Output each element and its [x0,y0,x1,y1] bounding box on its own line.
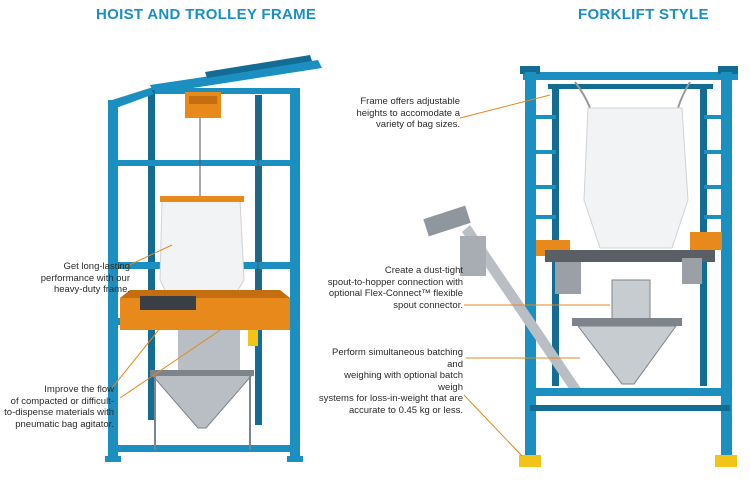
frame-rung [536,115,556,119]
leader-line [111,321,166,389]
discharge-plate [545,250,715,262]
frame-crossbar-base [530,405,730,411]
callout-adjustable-frame: Frame offers adjustable heights to accom… [356,96,460,131]
frame-foot [105,456,121,462]
frame-post-left-back [552,86,559,386]
frame-post-left-front [108,100,118,460]
callout-batch-weigh: Perform simultaneous batching and weighi… [318,347,463,416]
flexible-screw-conveyor [462,225,582,396]
frame-rung [704,185,722,189]
bag-strap [677,81,691,109]
leader-line [119,317,239,399]
hopper-rim [572,318,682,326]
frame-rung [536,150,556,154]
bag-support-bar [690,232,722,250]
frame-crossbar [110,160,300,166]
control-panel [682,258,702,284]
frame-top-bar [523,72,738,80]
frame-rung [704,150,722,154]
hopper-cylinder [178,330,240,372]
leader-line [124,244,173,268]
frame-rung [704,215,722,219]
hopper-cone [150,374,254,429]
hoist-trolley-detail [189,96,217,104]
frame-crossbar-base [110,445,300,452]
bulk-bag [159,199,245,301]
control-box [248,330,258,346]
post-cap [718,66,738,74]
hopper-rim [150,370,254,376]
leader-line [463,394,523,457]
top-rail-beam [150,60,322,94]
conveyor-inlet [460,236,486,276]
leader-line [459,94,551,119]
frame-brace [112,88,154,108]
frame-crossbar-top [150,88,300,94]
frame-rung [704,115,722,119]
callout-bag-agitator: Improve the flow of compacted or difficu… [4,384,114,430]
hoist-trolley [185,92,221,118]
bag-lifting-frame [160,196,244,202]
callout-flex-connect: Create a dust-tight spout-to-hopper conn… [327,265,463,311]
frame-top-bar-back [548,84,713,89]
post-cap [520,66,540,74]
frame-post-right-front [721,72,732,457]
bulk-bag [583,107,689,249]
frame-post-left-front [525,72,536,457]
top-rail-beam-back [205,55,312,78]
frame-rung [536,215,556,219]
control-panel [555,262,581,294]
frame-rung [536,185,556,189]
callout-durable-frame: Get long-lasting performance with our he… [40,261,130,296]
title-hoist-trolley-frame: HOIST AND TROLLEY FRAME [96,6,317,23]
hopper-cone [576,325,677,385]
frame-foot [715,455,737,467]
forklift-style-unit [423,66,738,467]
flex-connect-spout [611,279,651,321]
frame-foot [519,455,541,467]
conveyor-motor [423,205,471,237]
frame-post-right-front [290,90,300,460]
title-forklift-style: FORKLIFT STYLE [578,6,709,23]
frame-foot [287,456,303,462]
bag-strap [574,81,591,109]
bag-agitator [140,296,196,310]
hoist-trolley-frame-unit [105,55,322,462]
frame-crossbar-base [530,388,730,396]
